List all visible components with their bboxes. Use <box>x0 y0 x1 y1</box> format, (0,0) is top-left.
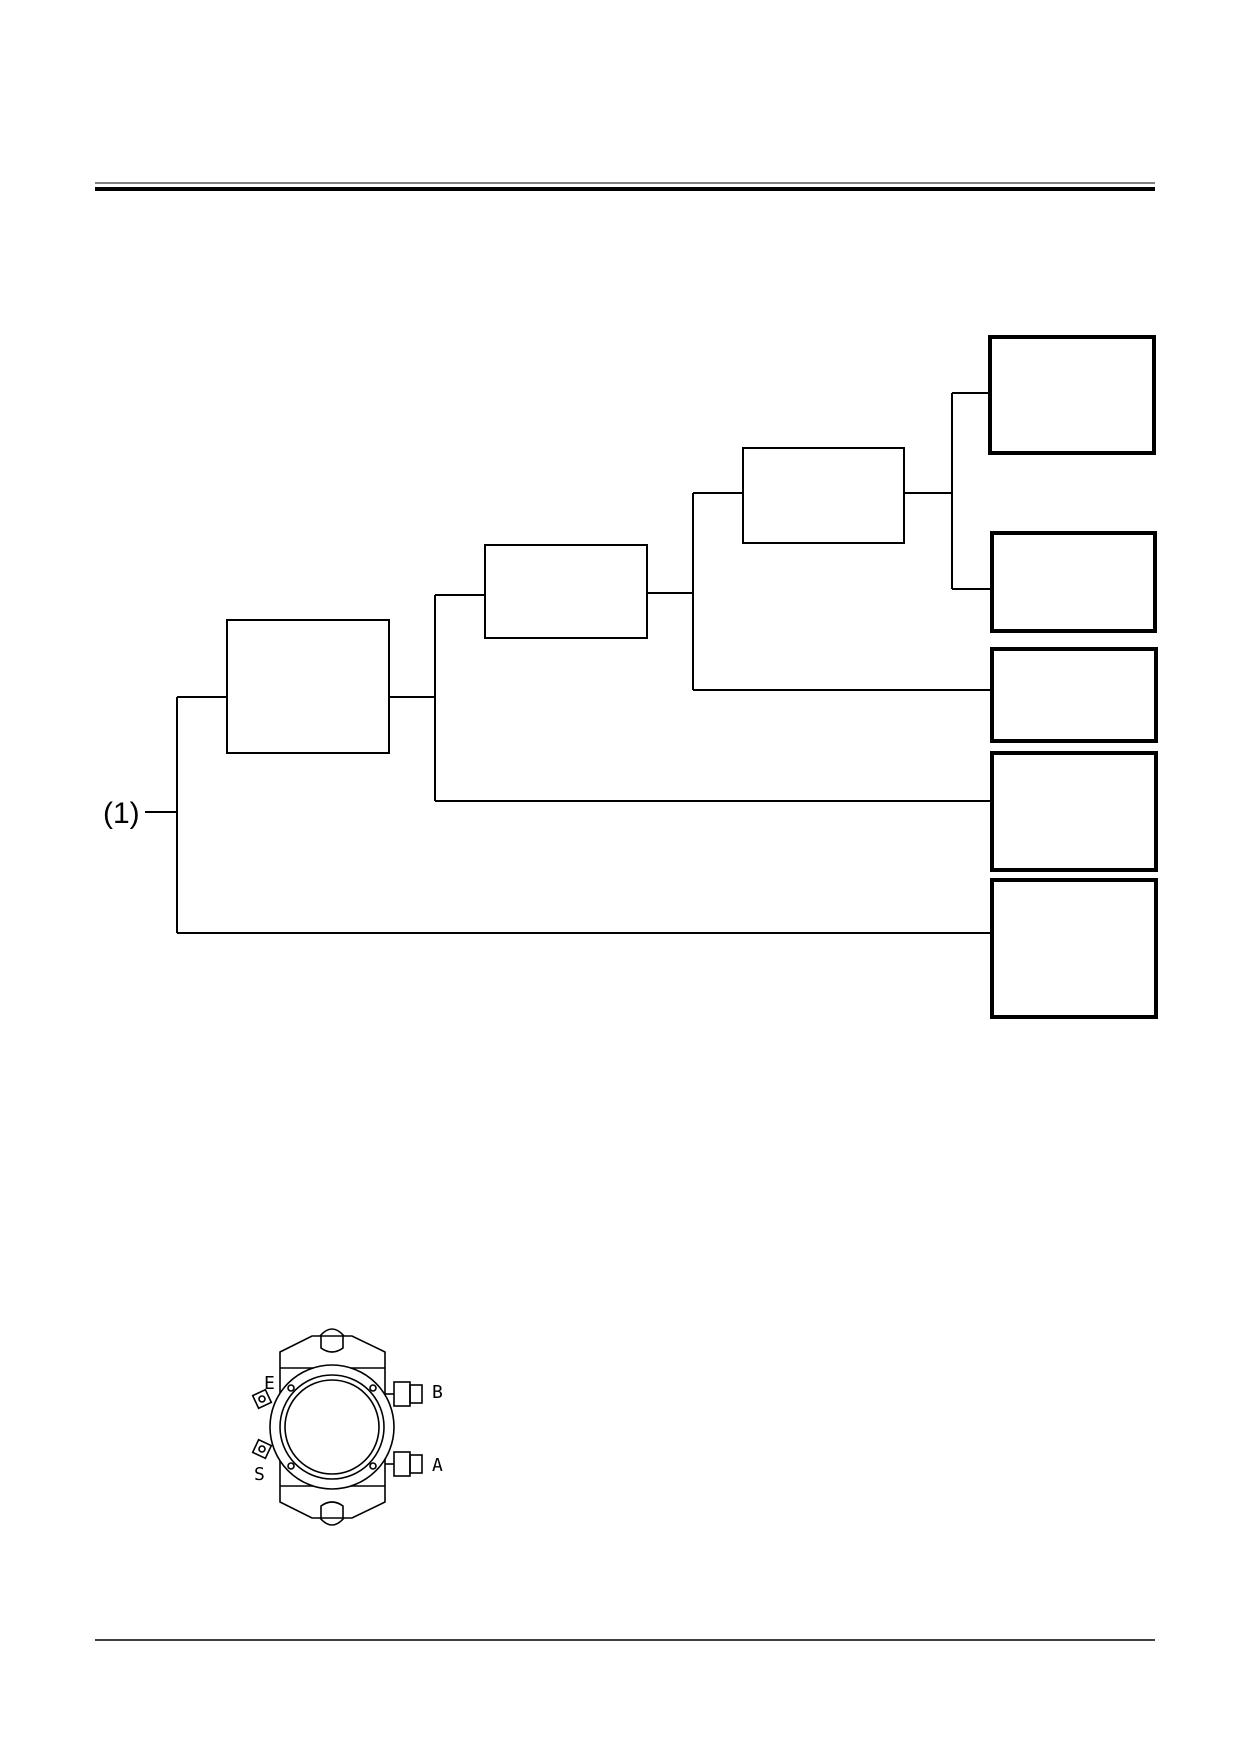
node-r2 <box>990 531 1157 633</box>
root-label: (1) <box>103 797 140 830</box>
header-rule <box>95 182 1155 191</box>
tree-diagram: (1) <box>103 335 1158 1019</box>
terminal-label-a: A <box>432 1455 443 1476</box>
terminal-label-s: S <box>254 1464 265 1485</box>
node-n1 <box>226 619 390 754</box>
starter-relay-icon: E S B A <box>251 1328 443 1526</box>
terminal-label-e: E <box>264 1373 275 1394</box>
node-r5 <box>990 878 1158 1019</box>
node-r3 <box>990 647 1158 743</box>
node-n3 <box>742 447 905 544</box>
node-r4 <box>990 751 1158 872</box>
terminal-label-b: B <box>432 1382 443 1403</box>
node-n2 <box>484 544 648 639</box>
node-r1 <box>988 335 1156 455</box>
